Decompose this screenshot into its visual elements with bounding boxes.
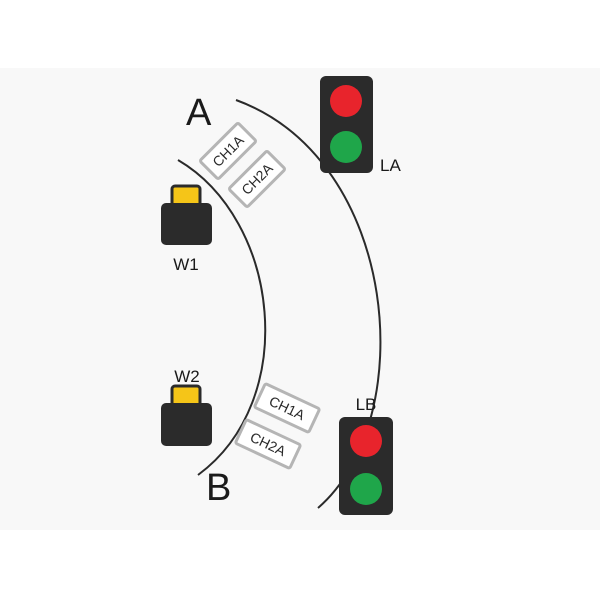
light-lb-red xyxy=(350,425,382,457)
traffic-light-lb xyxy=(339,417,393,515)
light-la-label: LA xyxy=(380,156,401,175)
traffic-light-la xyxy=(320,76,373,173)
light-lb-green xyxy=(350,473,382,505)
sensor-bottom-ch2: CH2A xyxy=(234,418,302,470)
light-lb-label: LB xyxy=(356,395,377,414)
background-band xyxy=(0,68,600,530)
point-b-label: B xyxy=(206,467,231,509)
wheel-w1-label: W1 xyxy=(173,255,199,274)
point-a-label: A xyxy=(186,92,212,134)
sensor-bottom-ch1: CH1A xyxy=(253,382,321,434)
wheel-sensor-w1 xyxy=(161,184,212,245)
wheel-sensor-w2 xyxy=(161,384,212,446)
light-la-red xyxy=(330,85,362,117)
light-la-green xyxy=(330,131,362,163)
track-inner-curve xyxy=(177,159,267,476)
wheel-w1-body xyxy=(161,203,212,245)
wheel-w2-body xyxy=(161,403,212,446)
wheel-w2-label: W2 xyxy=(174,367,200,386)
